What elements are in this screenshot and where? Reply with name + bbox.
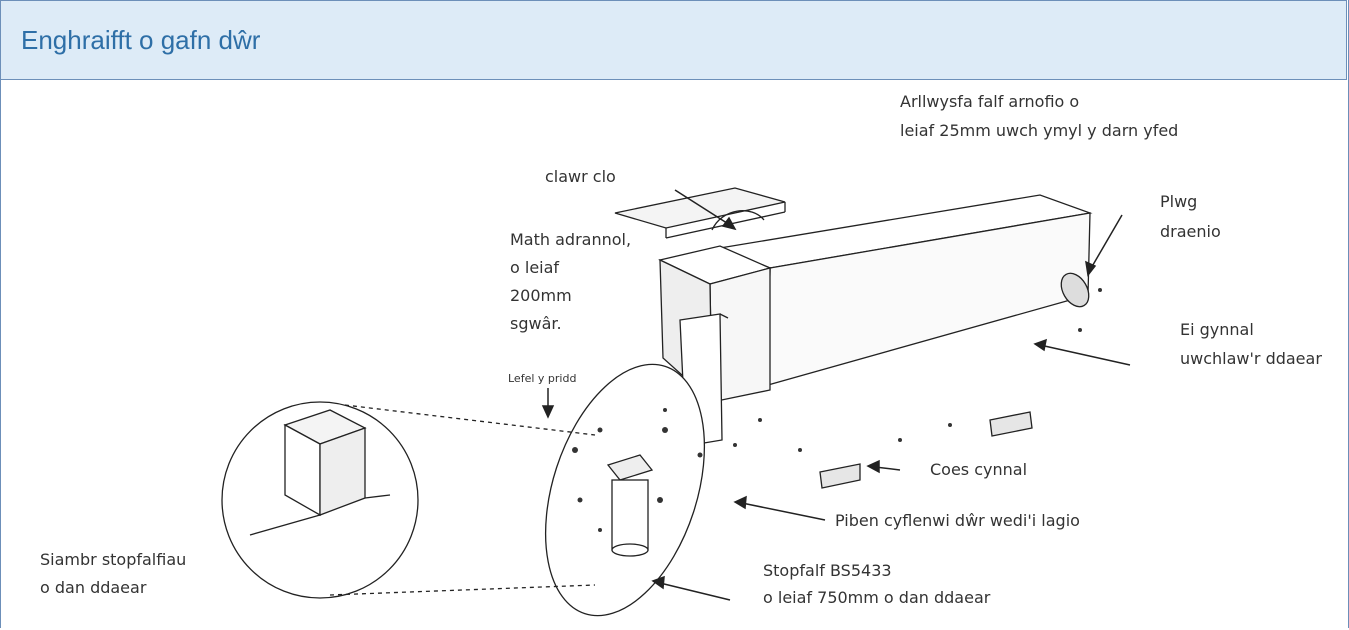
label-leg: Coes cynnal bbox=[930, 460, 1027, 479]
label-drain-1: Plwg bbox=[1160, 192, 1197, 211]
label-chamber-2: o dan ddaear bbox=[40, 578, 147, 597]
drain-plug bbox=[1060, 272, 1090, 308]
label-pipe: Piben cyflenwi dŵr wedi'i lagio bbox=[835, 511, 1080, 530]
label-float-valve-2: leiaf 25mm uwch ymyl y darn yfed bbox=[900, 121, 1178, 140]
stop-valve bbox=[606, 454, 654, 481]
label-lid: clawr clo bbox=[545, 167, 616, 186]
label-support-1: Ei gynnal bbox=[1180, 320, 1254, 339]
figure-title: Enghraifft o gafn dŵr bbox=[21, 25, 261, 55]
label-section-2: o leiaf bbox=[510, 258, 559, 277]
valve-shaft bbox=[611, 479, 649, 551]
label-drain-2: draenio bbox=[1160, 222, 1221, 241]
label-support-2: uwchlaw'r ddaear bbox=[1180, 349, 1322, 368]
label-chamber-1: Siambr stopfalfiau bbox=[40, 550, 186, 569]
label-section-4: sgwâr. bbox=[510, 314, 562, 333]
label-float-valve-1: Arllwysfa falf arnofio o bbox=[900, 92, 1079, 111]
lid-shape bbox=[614, 187, 786, 229]
soil-texture bbox=[572, 288, 1102, 532]
label-stopvalve-2: o leiaf 750mm o dan ddaear bbox=[763, 588, 991, 607]
support-leg bbox=[819, 463, 861, 489]
label-section-3: 200mm bbox=[510, 286, 572, 305]
detail-connector-top bbox=[344, 404, 596, 436]
label-section-1: Math adrannol, bbox=[510, 230, 631, 249]
trough-illustration bbox=[221, 187, 1093, 617]
label-stopvalve-1: Stopfalf BS5433 bbox=[763, 561, 892, 580]
detail-connector-bottom bbox=[329, 584, 596, 596]
support-block bbox=[989, 411, 1033, 437]
leader-arrows bbox=[541, 189, 1131, 601]
figure-header: Enghraifft o gafn dŵr bbox=[0, 0, 1347, 80]
label-ground: Lefel y pridd bbox=[508, 372, 576, 385]
lid-handle bbox=[711, 210, 765, 231]
